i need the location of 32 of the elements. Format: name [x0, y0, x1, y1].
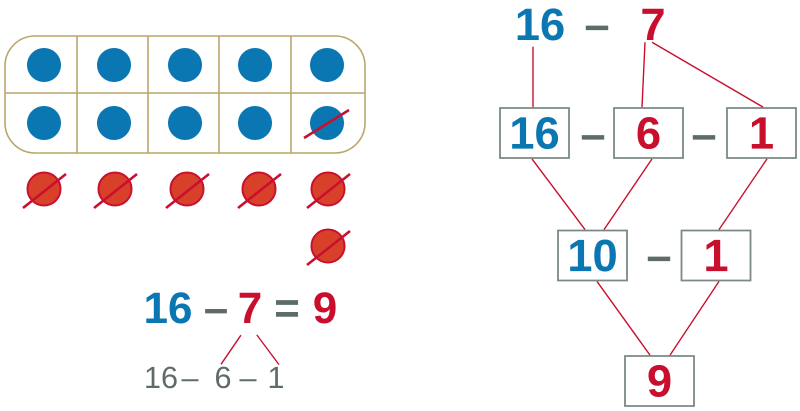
number-box: 9	[624, 355, 695, 407]
number: 6	[216, 366, 230, 388]
number: 9	[314, 292, 336, 324]
connector-line	[641, 42, 646, 108]
connector-line	[669, 281, 720, 356]
number-box: 6	[613, 107, 684, 159]
number: 16	[146, 366, 177, 388]
minus-sign: –	[582, 135, 604, 140]
minus-sign: –	[648, 256, 670, 262]
connector-line	[220, 334, 242, 365]
minus-sign: –	[586, 26, 608, 30]
number-box: 10	[557, 230, 628, 282]
number-box: 16	[499, 107, 570, 159]
connector-line	[531, 158, 586, 230]
number-box: 1	[680, 230, 752, 282]
connector-line	[652, 42, 764, 108]
minus-sign: –	[239, 379, 257, 382]
number: 16	[146, 292, 191, 324]
minus-sign: –	[181, 379, 199, 382]
connector-line	[603, 158, 653, 230]
minus-sign: –	[205, 309, 227, 314]
number: 16	[518, 8, 564, 40]
number: 7	[642, 8, 664, 40]
connector-line	[596, 281, 651, 356]
connector-line	[532, 46, 534, 108]
number: 7	[240, 292, 260, 323]
number-box: 1	[726, 107, 797, 159]
number: 1	[270, 366, 284, 388]
connector-line	[718, 158, 768, 230]
minus-sign: –	[692, 135, 716, 140]
equals-sign: =	[276, 300, 298, 317]
connector-line	[256, 334, 280, 366]
